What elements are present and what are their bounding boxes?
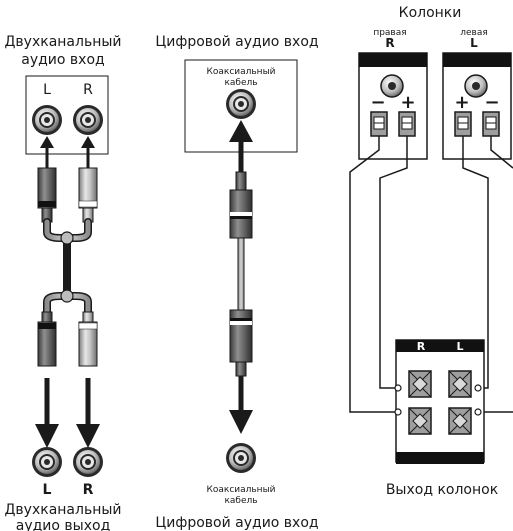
rca-jack-icon (32, 447, 62, 477)
left-speaker (442, 52, 512, 160)
arrow-up-icon (40, 136, 54, 168)
output-jack-left-label: L (43, 482, 52, 498)
terminal-r-label: R (417, 340, 426, 353)
arrow-down-icon (35, 378, 59, 448)
spring-terminal-icon (408, 407, 432, 435)
rca-jack-icon (32, 105, 62, 135)
right-speaker-letter: R (385, 36, 394, 50)
rca-jack-icon (73, 105, 103, 135)
rca-plug-icon (78, 311, 98, 367)
left-speaker-minus: − (484, 92, 499, 113)
rca-plug-icon (37, 167, 57, 223)
digital-input-title: Цифровой аудио вход (155, 34, 318, 50)
stereo-input-title-line2: аудио вход (21, 52, 104, 68)
rca-jack-icon (226, 443, 256, 473)
rca-jack-icon (73, 447, 103, 477)
spring-terminal-icon (370, 111, 388, 137)
spring-terminal-icon (448, 370, 472, 398)
stereo-output-title-line1: Двухканальный (4, 502, 121, 518)
speakers-title: Колонки (399, 5, 462, 21)
rca-plug-icon (78, 167, 98, 223)
coax-bottom-label-line1: Коаксиальный (206, 485, 275, 495)
spring-terminal-icon (454, 111, 472, 137)
digital-output-title: Цифровой аудио вход (155, 515, 318, 531)
input-jack-left-label: L (43, 82, 51, 98)
terminal-l-label: L (456, 340, 463, 353)
arrow-down-icon (76, 378, 100, 448)
stereo-output-title-line2: аудио выход (16, 518, 111, 531)
coax-cable (229, 171, 253, 377)
arrow-up-icon (81, 136, 95, 168)
spring-terminal-icon (448, 407, 472, 435)
right-speaker-caption: правая (373, 28, 406, 38)
spring-terminal-icon (398, 111, 416, 137)
spring-terminal-icon (408, 370, 432, 398)
stereo-input-title-line1: Двухканальный (4, 34, 121, 50)
coax-top-label-line1: Коаксиальный (206, 67, 275, 77)
left-speaker-letter: L (470, 36, 478, 50)
coax-bottom-label-line2: кабель (224, 496, 257, 506)
rca-plug-icon (37, 311, 57, 367)
output-jack-right-label: R (83, 482, 94, 498)
speaker-output-terminal (394, 339, 485, 464)
arrow-down-icon (229, 376, 253, 434)
spring-terminal-icon (482, 111, 500, 137)
input-jack-right-label: R (83, 82, 93, 98)
left-speaker-caption: левая (460, 28, 488, 38)
right-speaker-plus: + (400, 92, 415, 113)
rca-jack-icon (226, 89, 256, 119)
speaker-output-title: Выход колонок (386, 482, 498, 498)
coax-top-label-line2: кабель (224, 78, 257, 88)
right-speaker (358, 52, 428, 160)
left-speaker-plus: + (454, 92, 469, 113)
right-speaker-minus: − (370, 92, 385, 113)
